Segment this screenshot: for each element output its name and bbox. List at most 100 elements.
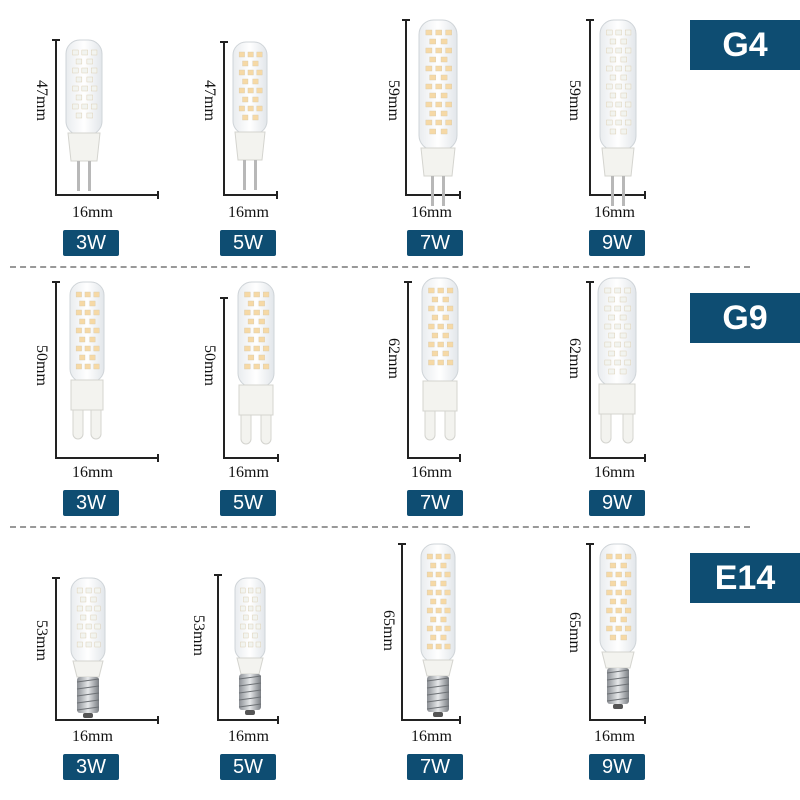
led-chip [429,110,436,117]
led-chip [255,623,262,630]
led-chip [606,571,613,578]
bulb-g4-3w [52,39,159,199]
led-chip [90,67,98,74]
led-chip [86,94,93,101]
led-chip [84,327,91,334]
led-chip [428,287,435,294]
led-chip [625,29,632,36]
led-chip [94,623,101,630]
bulb-g9-5w [220,281,279,462]
led-chip [75,58,83,65]
width-label: 16mm [72,204,113,221]
led-chip [428,359,435,366]
led-chip [608,314,615,321]
bulb-loop-pin [622,413,634,444]
led-chip [606,625,613,632]
height-label: 59mm [385,80,402,121]
led-chip [608,350,615,357]
led-chip [624,305,631,312]
wattage-badge: 3W [63,230,119,256]
bulb-g9-7w [404,277,461,462]
led-chip [90,103,98,110]
led-chip [431,350,439,357]
led-chip [75,94,83,101]
bulb-e14-5w [214,574,279,724]
led-chip [240,641,246,648]
led-chip [445,65,452,72]
led-chip [90,614,97,621]
led-chip [624,359,631,366]
led-chip [619,332,627,339]
led-chip [258,336,265,343]
led-chip [435,29,443,36]
led-chip [435,65,443,72]
led-chip [86,76,93,83]
led-chip [244,345,251,352]
type-badge-g4: G4 [690,20,800,70]
led-chip [247,623,254,630]
screw-thread [606,669,630,674]
led-chip [604,305,612,312]
led-chip [609,562,617,569]
bulb-glass [597,277,637,387]
led-chip [81,49,88,56]
led-chip [445,83,452,90]
led-chip [72,103,79,110]
led-chip [94,605,101,612]
led-chip [80,614,87,621]
led-chip [625,589,632,596]
led-chip [253,291,260,298]
led-chip [426,607,433,614]
dimension-bracket [55,578,158,721]
led-chip [263,327,270,334]
section-divider [10,526,750,528]
led-chip [620,562,627,569]
led-chip [79,318,86,325]
height-label: 62mm [385,338,402,379]
bulb-g9-3w [52,281,159,462]
led-chip [609,110,617,117]
wattage-badge: 7W [407,490,463,516]
led-chip [625,65,632,72]
led-chip [619,296,627,303]
wattage-badge: 3W [63,754,119,780]
bulb-g4-5w [220,41,278,199]
led-chip [608,296,615,303]
led-chip [243,614,249,621]
led-chip [425,65,433,72]
screw-thread [426,684,450,689]
led-chip [247,354,255,361]
led-chip [614,341,621,348]
led-chip [81,85,88,92]
led-chip [625,625,632,632]
screw-thread [426,705,450,710]
led-chip [442,296,449,303]
led-chip [80,632,87,639]
dimension-bracket [589,20,645,196]
led-chip [255,605,262,612]
led-chip [445,119,452,126]
bulb-collar [72,660,104,678]
led-chip [426,571,433,578]
led-chip [624,287,631,294]
led-chip [242,78,249,85]
led-chip [240,623,246,630]
led-chip [84,309,91,316]
led-chip [238,51,245,58]
width-label: 16mm [228,464,269,481]
led-chip [252,596,258,603]
bulb-collar [236,657,264,675]
led-chip [72,67,79,74]
dimension-bracket [223,298,278,459]
led-chip [609,598,617,605]
wattage-badge: 9W [589,490,645,516]
led-chip [425,83,433,90]
led-chip [615,589,622,596]
width-label: 16mm [228,728,269,745]
dimension-bracket [223,42,277,196]
led-chip [435,571,442,578]
wattage-badge: 9W [589,754,645,780]
led-chip [425,47,433,54]
led-chip [263,345,270,352]
led-chip [442,332,449,339]
